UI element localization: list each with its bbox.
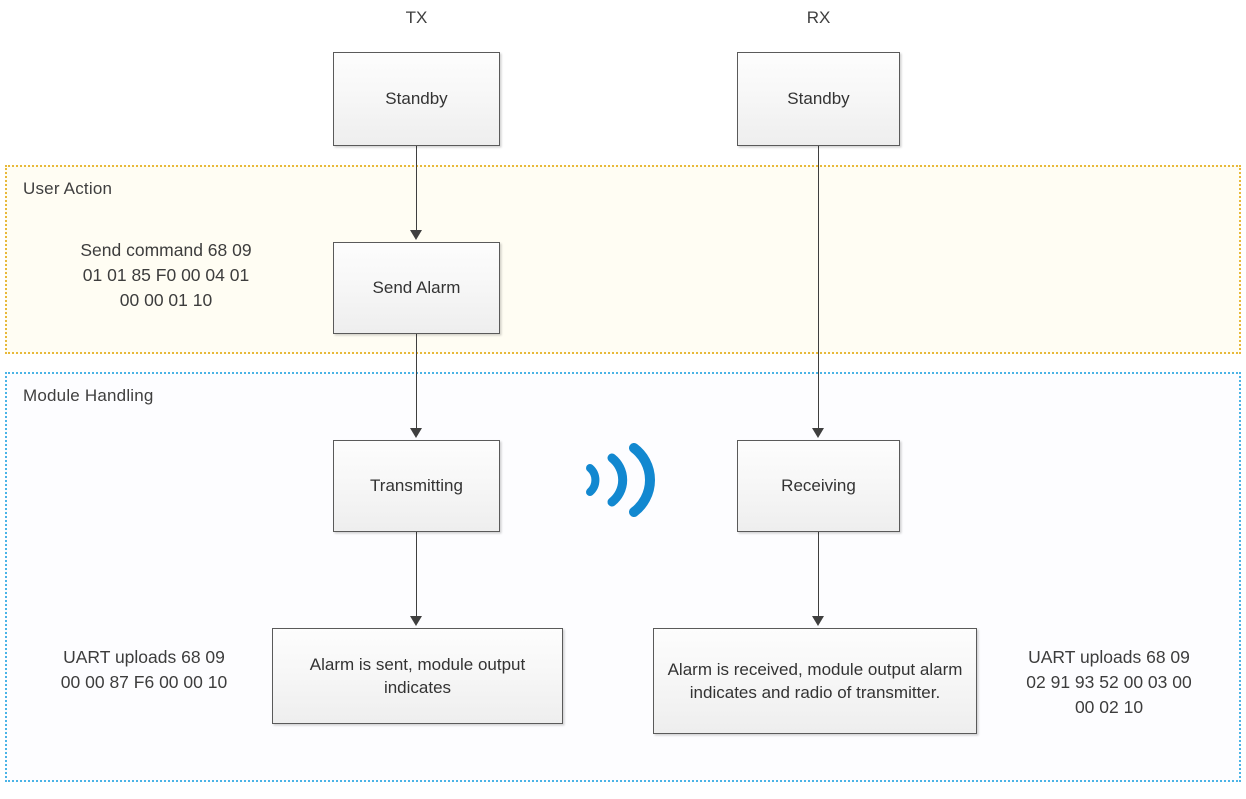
column-heading-rx: RX xyxy=(806,8,831,27)
node-transmitting[interactable]: Transmitting xyxy=(333,440,500,532)
node-alarm-received[interactable]: Alarm is received, module output alarm i… xyxy=(653,628,977,734)
node-send-alarm[interactable]: Send Alarm xyxy=(333,242,500,334)
arrowhead-tx-send-alarm xyxy=(410,230,422,240)
connector-rx-standby-to-receiving xyxy=(818,146,819,430)
connector-receiving-to-alarm-received xyxy=(818,532,819,618)
arrowhead-tx-transmitting xyxy=(410,428,422,438)
node-tx-standby[interactable]: Standby xyxy=(333,52,500,146)
lane-user-action-label: User Action xyxy=(23,179,113,198)
column-heading-tx: TX xyxy=(405,8,428,27)
lane-module-handling: Module Handling xyxy=(5,372,1241,782)
lane-user-action: User Action xyxy=(5,165,1241,354)
annotation-uart-uploads-rx: UART uploads 68 09 02 91 93 52 00 03 00 … xyxy=(1026,647,1192,717)
arrowhead-tx-alarm-sent xyxy=(410,616,422,626)
annotation-uart-uploads-tx: UART uploads 68 09 00 00 87 F6 00 00 10 xyxy=(60,647,228,692)
lane-module-handling-label: Module Handling xyxy=(23,386,154,405)
connector-tx-standby-to-send-alarm xyxy=(416,146,417,232)
connector-send-alarm-to-transmitting xyxy=(416,334,417,430)
node-receiving[interactable]: Receiving xyxy=(737,440,900,532)
node-rx-standby[interactable]: Standby xyxy=(737,52,900,146)
wireless-signal-icon xyxy=(586,443,655,517)
annotation-send-command: Send command 68 09 01 01 85 F0 00 04 01 … xyxy=(80,240,252,310)
node-alarm-sent[interactable]: Alarm is sent, module output indicates xyxy=(272,628,563,724)
arrowhead-rx-alarm-received xyxy=(812,616,824,626)
connector-transmitting-to-alarm-sent xyxy=(416,532,417,618)
arrowhead-rx-receiving xyxy=(812,428,824,438)
